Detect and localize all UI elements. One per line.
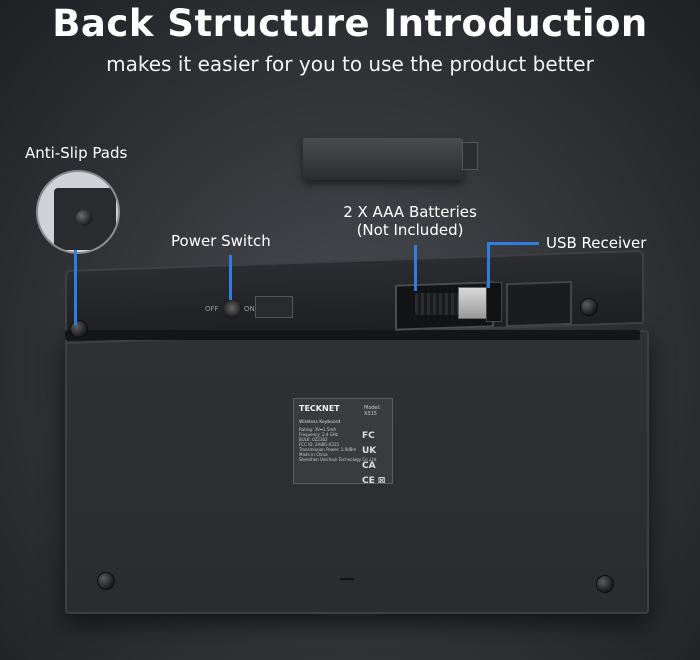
vent-slot (340, 578, 354, 580)
sticker-specs: Rating: 3V⎓1.5mA Frequency: 2.4 GHz BULK… (299, 427, 376, 462)
usb-callout-line (487, 242, 490, 288)
certification-marks: FC UK CA CE ⊠ (362, 429, 392, 484)
batteries-callout-line (414, 245, 417, 291)
anti-slip-pad-zoom (36, 170, 120, 254)
sticker-line: Rating: 3V⎓1.5mA (299, 427, 336, 432)
sticker-model: Model: X315 (364, 405, 381, 417)
usb-receiver-label: USB Receiver (546, 234, 647, 252)
sticker-line: BULK: 0Z2302 (299, 437, 328, 442)
power-switch-label: Power Switch (171, 232, 271, 250)
page-subtitle: makes it easier for you to use the produ… (106, 52, 594, 76)
anti-slip-pad (70, 320, 88, 338)
anti-slip-callout-line (74, 250, 77, 325)
sticker-line: Shenzhen Unichain Technology Co.,Ltd (299, 457, 377, 462)
batteries-label: 2 X AAA Batteries (Not Included) (340, 203, 480, 239)
usb-receiver-slot (506, 280, 572, 328)
switch-recess (255, 296, 293, 318)
product-label-sticker: TECKNET Model: X315 Wireless Keyboard Ra… (293, 398, 393, 484)
battery-cover-tab (462, 142, 478, 170)
switch-on-label: ON (244, 305, 255, 313)
batteries-label-line1: 2 X AAA Batteries (343, 203, 477, 221)
sticker-line: Transmission Power: 1.0dBm (299, 447, 357, 452)
power-switch (222, 298, 242, 318)
anti-slip-pad (580, 298, 598, 316)
power-switch-callout-line (229, 255, 232, 300)
battery-cover (303, 138, 463, 180)
ce-weee-marks: CE ⊠ (362, 476, 386, 484)
battery-icon (415, 293, 460, 315)
anti-slip-pad (97, 572, 115, 590)
page-title: Back Structure Introduction (52, 2, 648, 45)
sticker-line: Made in China (299, 452, 328, 457)
usb-plug (458, 287, 488, 319)
anti-slip-pad-icon (76, 210, 92, 226)
anti-slip-pad (596, 575, 614, 593)
sticker-brand: TECKNET (299, 404, 340, 413)
sticker-line: Frequency: 2.4 GHz (299, 432, 338, 437)
keyboard-bar-edge (65, 330, 640, 340)
switch-off-label: OFF (205, 305, 219, 313)
sticker-line: FCC ID: 2AIBO-X315 (299, 442, 340, 447)
usb-callout-hline (487, 242, 539, 245)
batteries-label-line2: (Not Included) (356, 221, 464, 239)
usb-receiver (486, 282, 502, 322)
anti-slip-label: Anti-Slip Pads (25, 144, 128, 162)
fcc-ukca-marks: FC UK CA (362, 431, 377, 471)
sticker-product: Wireless Keyboard (299, 420, 341, 425)
